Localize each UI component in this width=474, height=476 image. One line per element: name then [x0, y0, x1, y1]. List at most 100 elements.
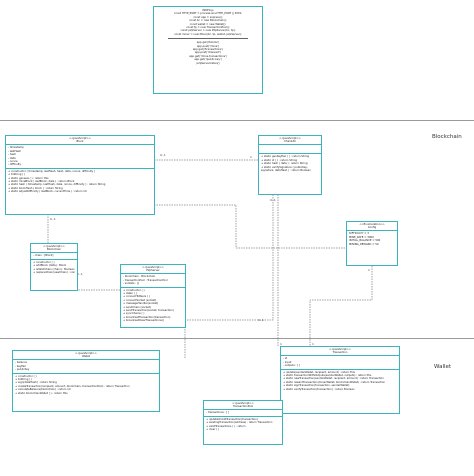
class-fields: - transactions : [ ]	[204, 410, 282, 417]
class-method: + sendChain (socket)	[123, 305, 151, 309]
class-field: - data	[8, 156, 16, 160]
class-method: + listen ( )	[123, 292, 137, 296]
class-header: <<JavaScript>> ChainUtil	[259, 136, 321, 146]
class-method: + syncChains ( )	[123, 312, 145, 316]
note-line: const HTTP_PORT = process.env.HTTP_PORT …	[173, 12, 243, 16]
class-method: + static transactionWithOutputs(senderWa…	[283, 374, 372, 378]
note-line: const miner = new Miner(bc, tp, wallet, …	[174, 32, 242, 36]
note-line: const tp = new TransactionPool();	[186, 26, 230, 30]
class-block: <<JavaScript>> Block - timestamp - lastH…	[5, 135, 155, 215]
note-line: app.get('/mine-transactions')	[189, 54, 227, 58]
class-method: + sign(dataHash) : return String	[15, 381, 57, 385]
class-method: + toString ( )	[8, 173, 26, 177]
class-method: + validTransactions ( ) : return	[206, 424, 246, 428]
class-name: Transaction	[332, 351, 348, 355]
class-method: + broadcastClearTransactions()	[123, 319, 164, 323]
note-line: INDEX.js	[202, 9, 214, 12]
region-label-wallet: Wallet	[434, 364, 452, 370]
class-method: + static newTransaction(senderWallet, re…	[283, 377, 384, 381]
note-line: app.get('/transactions')	[192, 48, 224, 52]
note-line: const bc = new Blockchain();	[189, 19, 227, 23]
class-field: - difficulty	[8, 163, 21, 167]
class-field: - balance	[15, 361, 27, 365]
multiplicity-label: 0..1	[160, 153, 166, 157]
class-method: + broadcastTransaction(transaction)	[123, 315, 171, 319]
note-line: app.post('/transact')	[194, 51, 222, 55]
class-name: TransactionPool	[232, 405, 254, 409]
class-fields	[259, 145, 321, 155]
class-header: <<JavaScript>> Transaction	[281, 347, 399, 357]
class-method: + updateOrAddTransaction(transaction)	[206, 417, 258, 421]
class-header: <<JavaScript>> Wallet	[13, 351, 159, 361]
class-method: + static id ( ) : return String	[261, 158, 298, 162]
class-method: + replaceChain(newChain) : void	[33, 271, 75, 275]
class-method: + static blockHash ( block ) : return St…	[8, 186, 63, 190]
class-field: - blockchain : Blockchain	[123, 275, 156, 279]
multiplicity-label: 1	[250, 155, 252, 159]
class-header: <<JavaScript>> TransactionPool	[204, 401, 282, 411]
class-field: - chain : [Block]	[33, 254, 54, 258]
class-methods: + constructor ( ) + addBlock (data) : Bl…	[31, 260, 77, 276]
class-methods: + constructor ( ) + listen ( ) + connect…	[121, 288, 185, 324]
class-method: + static hash ( timestamp, lastHash, dat…	[8, 183, 106, 187]
note-line: const wallet = new Wallet();	[189, 22, 227, 26]
class-field: - publicKey	[15, 368, 30, 372]
class-method: + static rewardTransaction(minerWallet, …	[283, 380, 386, 384]
multiplicity-label: 0..1	[270, 198, 276, 202]
class-name: Block	[76, 140, 84, 144]
class-method: + createTransaction(recipient, amount, b…	[15, 384, 130, 388]
enum-value: INITIAL_BALANCE = 500	[349, 239, 381, 243]
class-header: <<JavaScript>> Block	[6, 136, 154, 146]
multiplicity-label: 0..1	[258, 318, 264, 322]
class-stereotype: <<JavaScript>>	[75, 352, 97, 355]
enum-values: DIFFICULTY = 3 MINE_RATE = 3000 INITIAL_…	[347, 231, 397, 247]
multiplicity-label: 1	[368, 268, 370, 272]
note-line: const app = express();	[193, 15, 223, 19]
class-method: + constructor ( )	[123, 288, 145, 292]
class-method: + static genesis ( ) : return this	[8, 176, 49, 180]
class-method: + existingTransaction(address) : return …	[206, 421, 273, 425]
note-line: app.get('/public-key')	[194, 58, 222, 62]
note-line: const p2pServer = new P2pServer(bc, tp);	[180, 29, 236, 33]
multiplicity-label: 1	[280, 342, 282, 346]
class-methods: + constructor ( ) + toString ( ) + sign(…	[13, 374, 159, 396]
class-stereotype: <<JavaScript>>	[329, 348, 351, 351]
multiplicity-label: 0..1	[77, 272, 83, 276]
class-method: + isValidChain (chain) : Boolean	[33, 267, 75, 271]
region-divider-top	[0, 120, 474, 121]
class-stereotype: <<JavaScript>>	[279, 137, 301, 140]
class-method: + constructor ( timestamp, lastHash, has…	[8, 169, 95, 173]
class-field: - transactions : [ ]	[206, 411, 230, 415]
class-method: + clear ( )	[206, 428, 220, 432]
class-name: Wallet	[81, 355, 91, 359]
class-field: - input	[283, 360, 292, 364]
class-transaction-pool: <<JavaScript>> TransactionPool - transac…	[203, 400, 283, 445]
class-name: Config	[367, 226, 377, 230]
enum-value: DIFFICULTY = 3	[349, 232, 369, 236]
note-divider	[168, 38, 248, 40]
class-methods: + update(senderWallet, recipient, amount…	[281, 370, 399, 392]
multiplicity-label: 1	[312, 342, 314, 346]
class-header: <<JavaScript>> Blockchain	[31, 244, 77, 254]
class-field: - keyPair	[15, 364, 27, 368]
class-field: - sockets : []	[123, 282, 140, 286]
index-note: INDEX.js const HTTP_PORT = process.env.H…	[153, 6, 263, 94]
multiplicity-label: 0..1	[50, 217, 56, 221]
class-stereotype: <<JavaScript>>	[232, 402, 254, 405]
class-fields: - id - input - outputs : [ ]	[281, 356, 399, 370]
class-method: + connectSocket (socket)	[123, 298, 157, 302]
class-field: - nonce	[8, 160, 18, 164]
class-method: + sendTransaction(socket, transaction)	[123, 309, 174, 313]
class-fields: - blockchain : Blockchain - transactionP…	[121, 274, 185, 288]
class-method: + static mineBlock ( lastBlock, data ) :…	[8, 180, 75, 184]
class-fields: - timestamp - lastHash - hash - data - n…	[6, 145, 154, 169]
class-field: - lastHash	[8, 149, 21, 153]
class-method: + constructor ( )	[33, 260, 55, 264]
class-stereotype: <<JavaScript>>	[142, 266, 164, 269]
class-header: <<Enumeration>> Config	[347, 222, 397, 232]
class-stereotype: <<JavaScript>>	[43, 245, 65, 248]
class-method: + calculateBalance(blockchain) : return …	[15, 388, 71, 392]
class-field: - id	[283, 357, 288, 361]
region-divider-middle	[0, 338, 474, 339]
enum-config: <<Enumeration>> Config DIFFICULTY = 3 MI…	[346, 221, 398, 266]
